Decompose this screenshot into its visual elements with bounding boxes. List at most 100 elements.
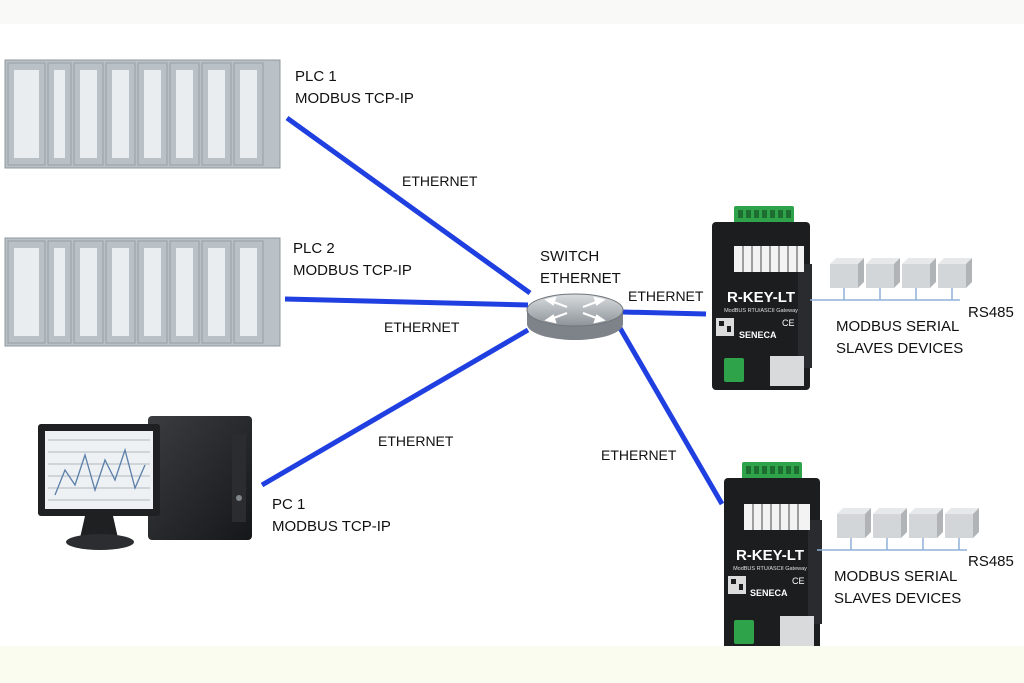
slave-device-side [901, 508, 907, 538]
terminal-pin [778, 210, 783, 218]
slave-device-side [865, 508, 871, 538]
terminal-pin [746, 466, 751, 474]
ethernet-switch [526, 293, 624, 340]
slave-device-side [966, 258, 972, 288]
slave-device-top [866, 258, 900, 264]
slave-device [830, 264, 858, 288]
plc-module-face [144, 70, 161, 158]
gateway2-device: R-KEY-LT ModBUS RTU/ASCII Gateway SENECA… [724, 462, 822, 650]
rs485-label-2: RS485 [968, 553, 1014, 570]
pc-tower [148, 416, 252, 540]
slave-device-top [945, 508, 979, 514]
plc-module-face [208, 70, 225, 158]
slave-device-side [937, 508, 943, 538]
link-label-gateway1: ETHERNET [628, 288, 704, 304]
link-label-pc1: ETHERNET [378, 433, 454, 449]
switch-name: SWITCH [540, 248, 600, 265]
slave-device [837, 514, 865, 538]
slave-device-top [938, 258, 972, 264]
link-plc2-switch [284, 296, 529, 308]
terminal-pin [746, 210, 751, 218]
plc1-rack [4, 59, 281, 169]
plc2-name: PLC 2 [293, 240, 335, 257]
pc-screen [45, 431, 153, 509]
terminal-pin [770, 210, 775, 218]
slaves1-label: MODBUS SERIAL SLAVES DEVICES [836, 316, 963, 360]
terminal-pin [770, 466, 775, 474]
terminal-pin [754, 210, 759, 218]
gateway2-qr [728, 576, 746, 594]
link-plc1-switch [285, 115, 532, 296]
switch-top [526, 293, 624, 327]
plc1-name: PLC 1 [295, 68, 337, 85]
switch-type: ETHERNET [540, 270, 621, 287]
gateway2-brand: SENECA [750, 588, 788, 598]
plc-module-face [176, 248, 193, 336]
terminal-pin [786, 210, 791, 218]
top-band [0, 0, 1024, 24]
gateway2-model: R-KEY-LT [736, 547, 804, 564]
ethernet-links [260, 115, 725, 506]
gateway1-brand: SENECA [739, 330, 777, 340]
terminal-pin [786, 466, 791, 474]
plc1-label: PLC 1 MODBUS TCP-IP [295, 66, 414, 110]
plc2-rack [4, 237, 281, 347]
plc2-protocol: MODBUS TCP-IP [293, 262, 412, 279]
plc1-protocol: MODBUS TCP-IP [295, 90, 414, 107]
slave-device-top [837, 508, 871, 514]
slave-device-top [902, 258, 936, 264]
gateway1-device: R-KEY-LT ModBUS RTU/ASCII Gateway SENECA… [712, 206, 812, 390]
slave-device-side [973, 508, 979, 538]
footer-band [0, 646, 1024, 683]
terminal-pin [778, 466, 783, 474]
plc-module-face [112, 70, 129, 158]
pc1-computer [38, 416, 252, 550]
slave-device [938, 264, 966, 288]
gateway2-ce-mark: CE [792, 576, 805, 586]
plc-module-face [240, 248, 257, 336]
link-label-gateway2: ETHERNET [601, 447, 677, 463]
plc-module-face [240, 70, 257, 158]
plc-module-face [176, 70, 193, 158]
pc1-label: PC 1 MODBUS TCP-IP [272, 494, 391, 538]
slave-device [866, 264, 894, 288]
rs485-label-1: RS485 [968, 304, 1014, 321]
gateway2-subtitle: ModBUS RTU/ASCII Gateway [733, 566, 807, 572]
plc-module-face [14, 248, 39, 336]
serial-slaves-2 [817, 508, 979, 551]
slaves1-line2: SLAVES DEVICES [836, 340, 964, 357]
plc-module-face [54, 248, 65, 336]
slave-device-top [873, 508, 907, 514]
link-label-plc1: ETHERNET [402, 173, 478, 189]
terminal-pin [794, 466, 799, 474]
slave-device-top [909, 508, 943, 514]
terminal-pin [738, 210, 743, 218]
slave-device [945, 514, 973, 538]
plc-module-face [112, 248, 129, 336]
pc-monitor-base [66, 534, 134, 550]
slave-device-side [858, 258, 864, 288]
slave-device-side [930, 258, 936, 288]
slave-device [873, 514, 901, 538]
terminal-pin [754, 466, 759, 474]
switch-label: SWITCH ETHERNET [540, 246, 621, 290]
link-switch-gateway1 [621, 309, 707, 317]
serial-slaves-1 [810, 258, 972, 301]
slave-device [902, 264, 930, 288]
gateway1-qr [716, 318, 734, 336]
gateway2-terminal-bottom [734, 620, 754, 644]
gateway1-terminal-bottom [724, 358, 744, 382]
link-switch-gateway2 [617, 326, 725, 506]
link-label-plc2: ETHERNET [384, 319, 460, 335]
link-pc1-switch [260, 327, 530, 488]
slaves1-line1: MODBUS SERIAL [836, 318, 960, 335]
plc-module-face [80, 70, 97, 158]
pc1-protocol: MODBUS TCP-IP [272, 518, 391, 535]
gateway1-model: R-KEY-LT [727, 289, 795, 306]
gateway1-subtitle: ModBUS RTU/ASCII Gateway [724, 308, 798, 314]
plc-module-face [14, 70, 39, 158]
terminal-pin [762, 210, 767, 218]
slaves2-line2: SLAVES DEVICES [834, 590, 962, 607]
slave-device-top [830, 258, 864, 264]
